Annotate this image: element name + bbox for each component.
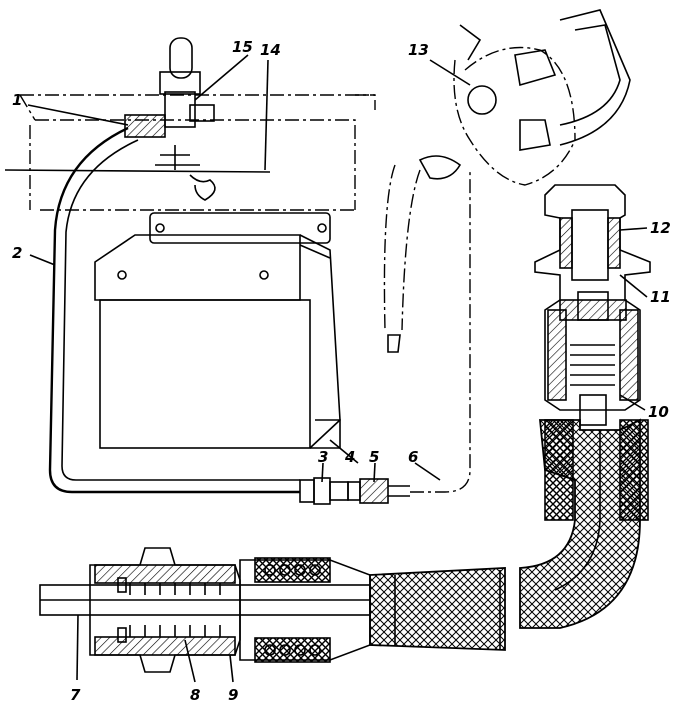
mounting-rod-14 [4, 169, 271, 173]
oxygen-mask [418, 9, 631, 186]
callout-9: 9 [228, 686, 238, 704]
callout-14: 14 [260, 41, 281, 59]
clamp-bottom [254, 637, 331, 663]
spring-8-bottom [129, 625, 221, 637]
tube-6 [410, 170, 471, 493]
callout-11: 11 [650, 288, 671, 306]
clamp-left [544, 419, 574, 521]
oxygen-bag [94, 212, 341, 449]
callout-labels: 1 2 3 4 5 6 7 8 9 10 11 12 13 14 15 [12, 38, 671, 704]
callout-7: 7 [70, 686, 81, 704]
callout-12: 12 [650, 219, 671, 237]
callout-15: 15 [232, 38, 253, 56]
spring-8-top [129, 583, 221, 595]
spring-10 [570, 344, 615, 386]
callout-8: 8 [190, 686, 200, 704]
regulator-connector [534, 184, 651, 426]
bottom-coupling [39, 547, 506, 673]
callout-3: 3 [318, 448, 328, 466]
leader-lines [27, 54, 648, 683]
callout-5: 5 [369, 448, 379, 466]
callout-2: 2 [12, 244, 22, 262]
straight-hose [369, 567, 506, 651]
callout-4: 4 [344, 448, 355, 466]
callout-13: 13 [408, 41, 429, 59]
hose-2-inner [61, 139, 300, 481]
valve-assembly [124, 37, 216, 201]
callout-6: 6 [408, 448, 418, 466]
mask-straps [383, 164, 421, 331]
clamp-top [254, 557, 331, 583]
callout-10: 10 [648, 403, 669, 421]
connector-5 [347, 478, 410, 504]
clamp-right [619, 419, 649, 521]
callout-1: 1 [12, 91, 22, 109]
hose-2 [48, 126, 300, 494]
elbow-hose [519, 418, 641, 629]
connector-3 [299, 477, 349, 505]
